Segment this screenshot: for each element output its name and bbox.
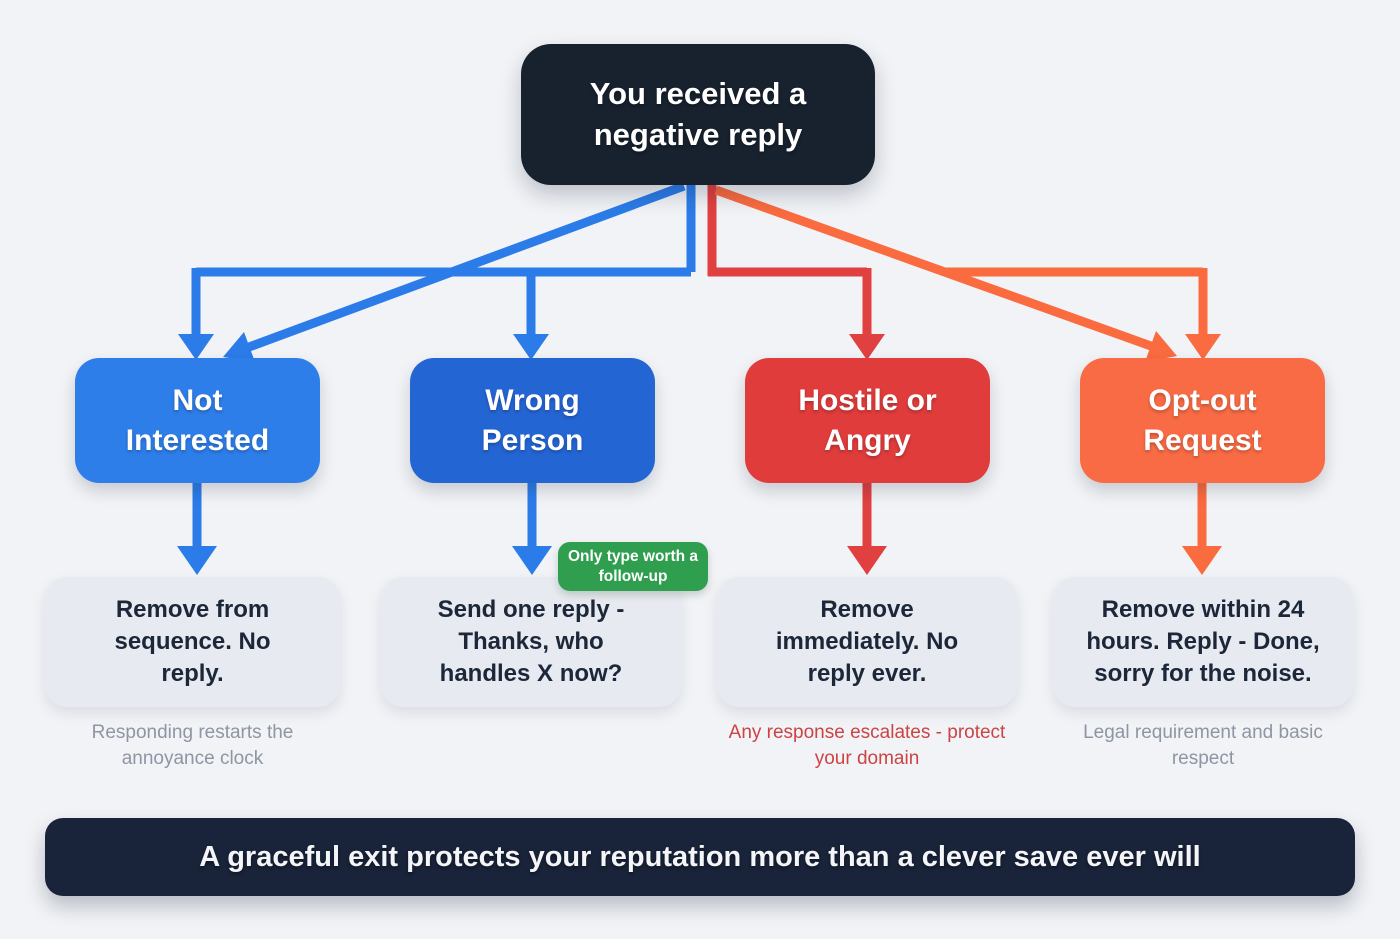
follow-up-badge: Only type worth a follow-up (558, 542, 708, 591)
result-box-hostile-angry: Remove immediately. No reply ever. (717, 577, 1017, 707)
arrow-root-to-optout (714, 185, 1221, 362)
root-node: You received a negative reply (521, 44, 875, 185)
arrow-wrong-person-to-result (512, 483, 552, 575)
branch-node-wrong-person: Wrong Person (410, 358, 655, 483)
arrow-not-interested-to-result (177, 483, 217, 575)
arrow-hostile-to-result (847, 483, 887, 575)
note-not-interested: Responding restarts the annoyance clock (91, 722, 294, 769)
result-box-wrong-person: Send one reply - Thanks, who handles X n… (381, 577, 681, 707)
arrow-optout-to-result (1182, 483, 1222, 575)
arrow-root-to-wrong-person (513, 272, 549, 360)
arrow-root-to-not-interested (178, 181, 696, 362)
note-hostile-angry: Any response escalates - protect your do… (728, 722, 1006, 769)
branch-node-optout-request: Opt-out Request (1080, 358, 1325, 483)
arrow-root-to-hostile (707, 185, 885, 360)
branch-node-not-interested: Not Interested (75, 358, 320, 483)
result-box-not-interested: Remove from sequence. No reply. (45, 577, 340, 707)
branch-node-hostile-angry: Hostile or Angry (745, 358, 990, 483)
footer-takeaway-bar: A graceful exit protects your reputation… (45, 818, 1355, 896)
note-optout-request: Legal requirement and basic respect (1083, 722, 1323, 769)
result-box-optout-request: Remove within 24 hours. Reply - Done, so… (1053, 577, 1353, 707)
